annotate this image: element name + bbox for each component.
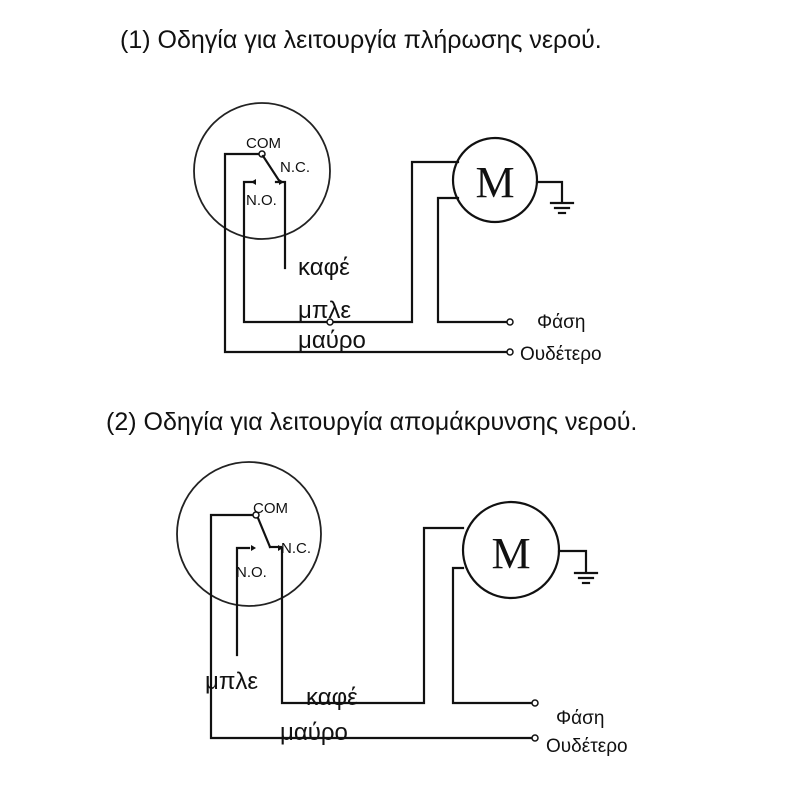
neutral-terminal [506, 348, 514, 356]
nc-contact-arrow [278, 545, 283, 551]
float-switch-circle [176, 461, 322, 607]
blue-wire [235, 546, 251, 657]
nc-contact-arrow [279, 179, 284, 185]
no-label: N.O. [246, 192, 277, 209]
black-wire-label: μαύρο [298, 327, 366, 354]
neutral-label: Ουδέτερο [546, 736, 628, 757]
diagram-1: M COM N.C. N.O. καφέ μπλε μαύρο Φάση Ουδ… [193, 102, 602, 365]
phase-terminal [506, 318, 514, 326]
com-label: COM [253, 500, 288, 517]
blue-wire-label: μπλε [205, 668, 258, 695]
blue-junction [326, 318, 334, 326]
ground-icon [549, 201, 575, 215]
black-wire-label: μαύρο [280, 719, 348, 746]
no-contact-arrow [251, 179, 256, 185]
neutral-label: Ουδέτερο [520, 344, 602, 365]
black-wire [223, 152, 510, 354]
brown-wire-label: καφέ [298, 254, 350, 281]
ground-wire [535, 180, 564, 204]
diagram-2: M COM N.C. N.O. μπλε καφέ μαύρο Φάση Ουδ… [176, 461, 628, 757]
switch-lever [261, 154, 282, 184]
phase-label: Φάση [537, 312, 585, 333]
nc-label: N.C. [280, 159, 310, 176]
phase-wire [451, 566, 535, 705]
phase-terminal [531, 699, 539, 707]
brown-wire [280, 526, 465, 705]
motor-circle [451, 136, 539, 224]
float-switch-circle [193, 102, 331, 240]
black-wire [209, 513, 535, 740]
ground-wire [557, 549, 588, 574]
no-contact-arrow [251, 545, 256, 551]
diagram-2-title: (2) Οδηγία για λειτουργία απομάκρυνσης ν… [106, 408, 638, 436]
neutral-terminal [531, 734, 539, 742]
blue-wire-label: μπλε [298, 297, 351, 324]
motor-label: M [491, 529, 530, 578]
brown-wire-label: καφέ [306, 684, 358, 711]
diagram-1-title: (1) Οδηγία για λειτουργία πλήρωσης νερού… [120, 26, 602, 54]
brown-wire [274, 180, 287, 270]
com-terminal [252, 511, 260, 519]
phase-label: Φάση [556, 708, 604, 729]
com-label: COM [246, 135, 281, 152]
ground-icon [573, 571, 599, 585]
phase-wire [436, 196, 510, 324]
motor-label: M [475, 158, 514, 207]
nc-label: N.C. [281, 540, 311, 557]
switch-lever [256, 516, 272, 549]
no-label: N.O. [236, 564, 267, 581]
